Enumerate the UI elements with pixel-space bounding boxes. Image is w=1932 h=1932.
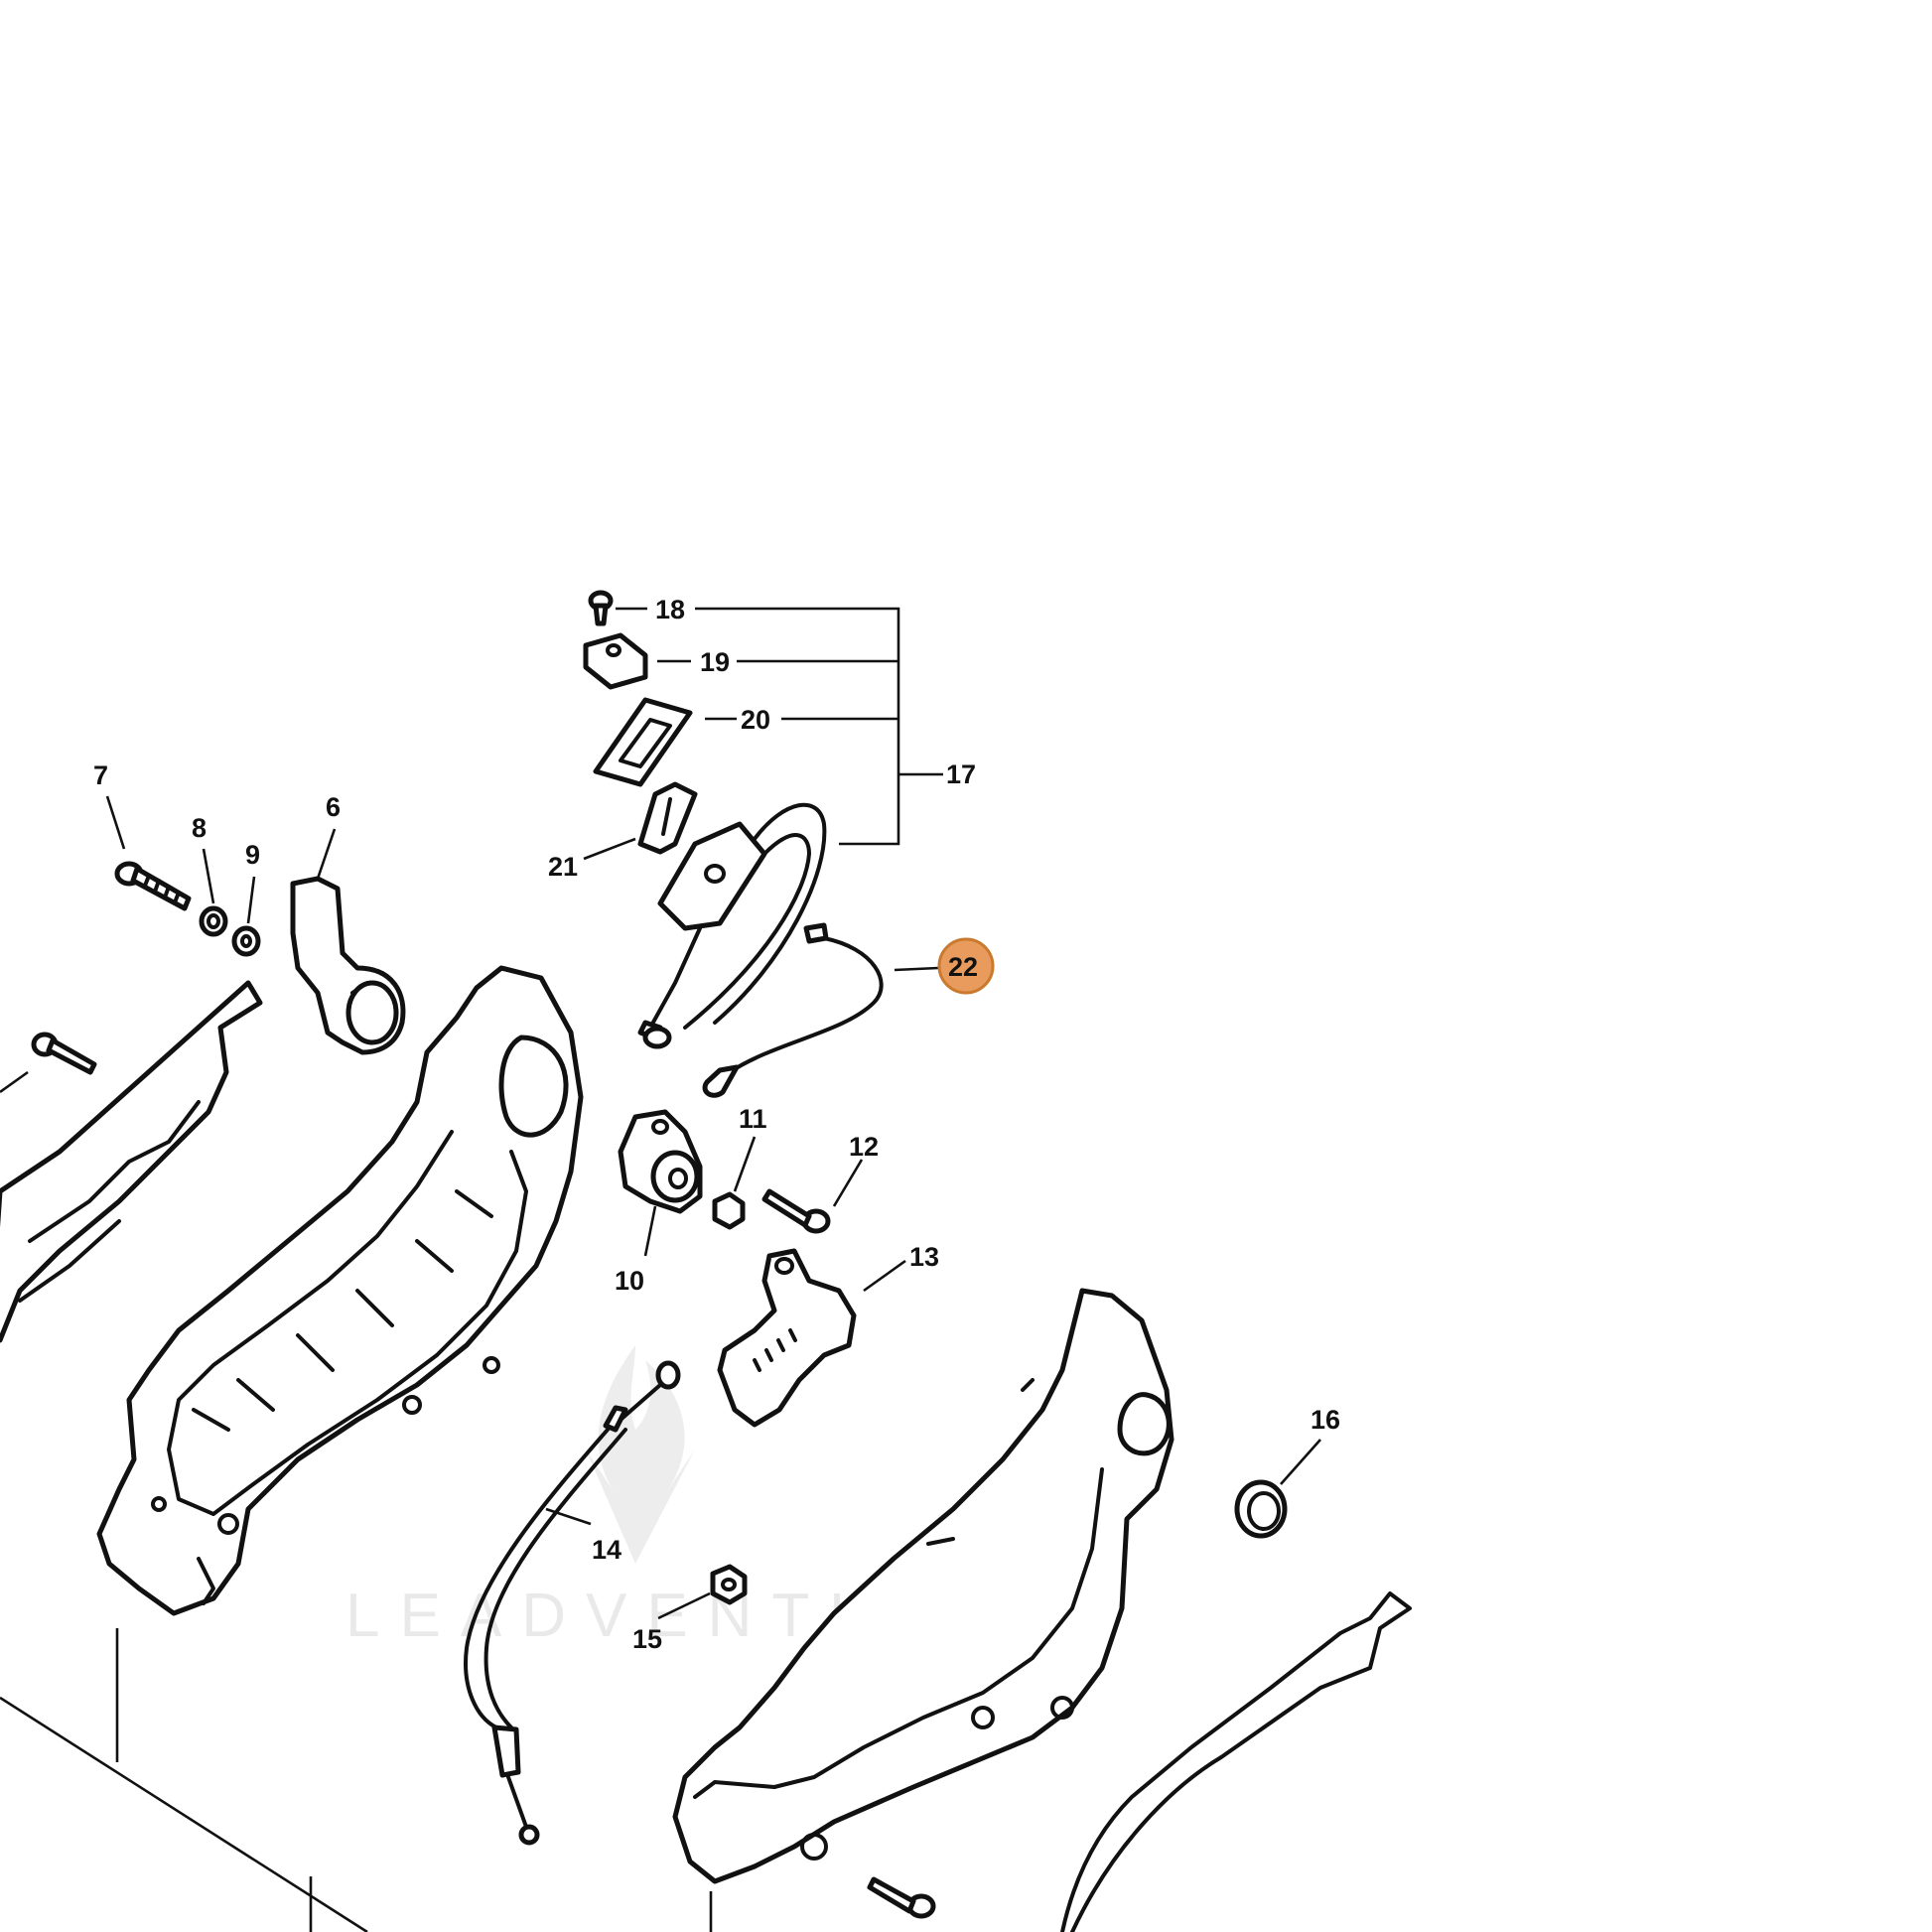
- callout-22-highlight[interactable]: 22: [937, 937, 995, 995]
- callout-9[interactable]: 9: [245, 840, 260, 870]
- right-handle-housing: [672, 1288, 1174, 1884]
- part-14-cable: [464, 1360, 681, 1846]
- part-17-switch: [637, 802, 827, 1049]
- callout-18[interactable]: 18: [655, 595, 685, 624]
- part-20-gasket: [593, 697, 693, 787]
- handle-frame: [96, 965, 584, 1616]
- part-6-lever: [290, 876, 406, 1055]
- part-22-wire: [702, 922, 884, 1098]
- flame-v-logo-icon: [586, 1345, 695, 1564]
- callout-19[interactable]: 19: [700, 647, 730, 677]
- part-13-trigger: [717, 1248, 857, 1428]
- part-15-nut: [710, 1564, 748, 1605]
- callout-8[interactable]: 8: [192, 813, 207, 843]
- part-8-9-washers: [199, 905, 261, 957]
- part-19-block: [583, 632, 648, 690]
- callout-21[interactable]: 21: [548, 852, 578, 882]
- callout-12[interactable]: 12: [849, 1132, 879, 1162]
- callout-labels: 18 19 20 17 21 7 8 9 6 11 12 10 13 14 15…: [93, 595, 1340, 1654]
- callout-10[interactable]: 10: [615, 1266, 644, 1296]
- callout-16[interactable]: 16: [1311, 1405, 1340, 1435]
- bottom-screw: [867, 1876, 936, 1919]
- part-18-screw: [588, 590, 614, 626]
- left-housing: [0, 980, 263, 1343]
- callout-6[interactable]: 6: [326, 792, 341, 822]
- part-16-plug: [1234, 1479, 1288, 1539]
- part-10-bracket: [618, 1109, 703, 1214]
- right-lower-cover: [1060, 1591, 1412, 1932]
- callout-17[interactable]: 17: [946, 759, 976, 789]
- callout-22[interactable]: 22: [948, 952, 978, 982]
- callout-11[interactable]: 11: [739, 1104, 767, 1134]
- part-21-cover: [637, 781, 698, 855]
- part-11-nut: [712, 1191, 746, 1230]
- callout-7[interactable]: 7: [93, 760, 108, 790]
- leader-lines: [105, 607, 1321, 1620]
- part-12-screw: [761, 1188, 831, 1234]
- frame-lines: [0, 1070, 713, 1932]
- callout-20[interactable]: 20: [741, 705, 770, 735]
- part-7-screw: [114, 861, 192, 911]
- callout-15[interactable]: 15: [632, 1624, 662, 1654]
- left-screw: [31, 1032, 97, 1075]
- callout-13[interactable]: 13: [909, 1242, 939, 1272]
- highlight-circle: [937, 937, 995, 995]
- callout-14[interactable]: 14: [592, 1535, 621, 1565]
